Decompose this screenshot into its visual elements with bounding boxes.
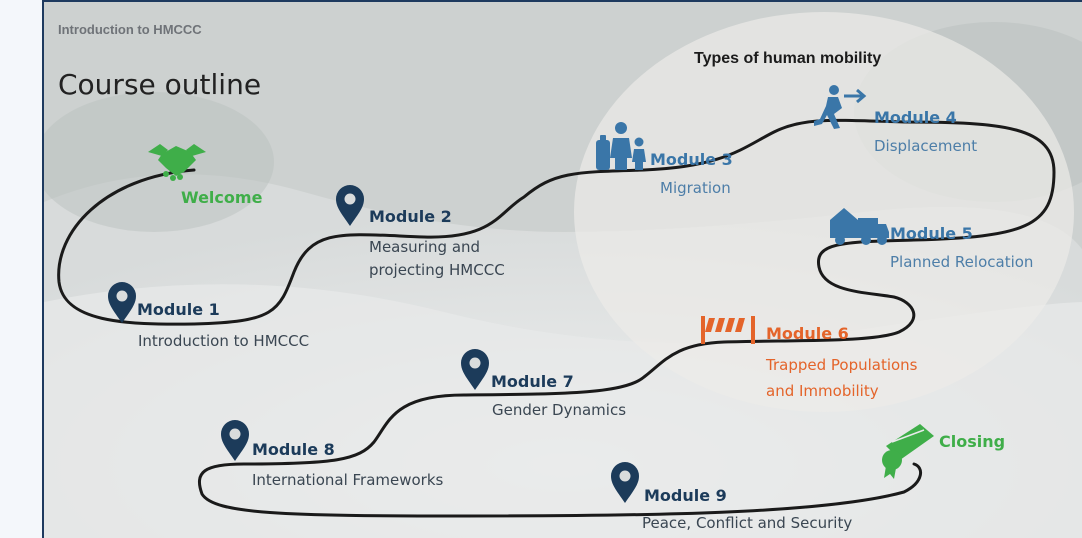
module-9-title: Module 9 bbox=[644, 486, 727, 505]
course-outline-slide: Introduction to HMCCC Course outline Typ… bbox=[42, 0, 1082, 538]
welcome-label: Welcome bbox=[181, 188, 263, 207]
map-pin-icon bbox=[108, 282, 136, 323]
module-3-title: Module 3 bbox=[650, 150, 733, 169]
module-8-desc: International Frameworks bbox=[252, 471, 444, 489]
moving-truck-icon bbox=[830, 208, 889, 245]
barrier-icon bbox=[701, 316, 755, 344]
module-9-desc: Peace, Conflict and Security bbox=[642, 514, 853, 532]
course-path bbox=[57, 118, 1056, 518]
module-3-desc: Migration bbox=[660, 179, 731, 197]
map-pin-icon bbox=[336, 185, 364, 226]
map-pin-icon bbox=[611, 462, 639, 503]
module-2-title: Module 2 bbox=[369, 207, 452, 226]
family-luggage-icon bbox=[596, 122, 646, 170]
module-4-desc: Displacement bbox=[874, 137, 978, 155]
module-1-title: Module 1 bbox=[137, 300, 220, 319]
module-2-desc-line2: projecting HMCCC bbox=[369, 261, 505, 279]
module-1-desc: Introduction to HMCCC bbox=[138, 332, 310, 350]
module-7-title: Module 7 bbox=[491, 372, 574, 391]
closing-label: Closing bbox=[939, 432, 1006, 451]
module-5-desc: Planned Relocation bbox=[890, 253, 1034, 271]
map-pin-icon bbox=[221, 420, 249, 461]
diploma-icon bbox=[882, 424, 934, 479]
brand-label: Introduction to HMCCC bbox=[58, 22, 202, 37]
module-5-title: Module 5 bbox=[890, 224, 973, 243]
page-title: Course outline bbox=[58, 68, 262, 101]
mobility-heading: Types of human mobility bbox=[694, 50, 882, 67]
module-7-desc: Gender Dynamics bbox=[492, 401, 627, 419]
module-6-title: Module 6 bbox=[766, 324, 849, 343]
module-6-desc-line1: Trapped Populations bbox=[766, 356, 918, 374]
handshake-icon bbox=[148, 144, 206, 181]
mobility-oval bbox=[574, 12, 1074, 412]
module-8-title: Module 8 bbox=[252, 440, 335, 459]
flood-background bbox=[44, 2, 1082, 538]
module-4-title: Module 4 bbox=[874, 108, 957, 127]
module-6-desc-line2: and Immobility bbox=[766, 382, 879, 400]
module-2-desc-line1: Measuring and bbox=[369, 238, 481, 256]
running-person-icon bbox=[814, 85, 867, 129]
map-pin-icon bbox=[461, 349, 489, 390]
